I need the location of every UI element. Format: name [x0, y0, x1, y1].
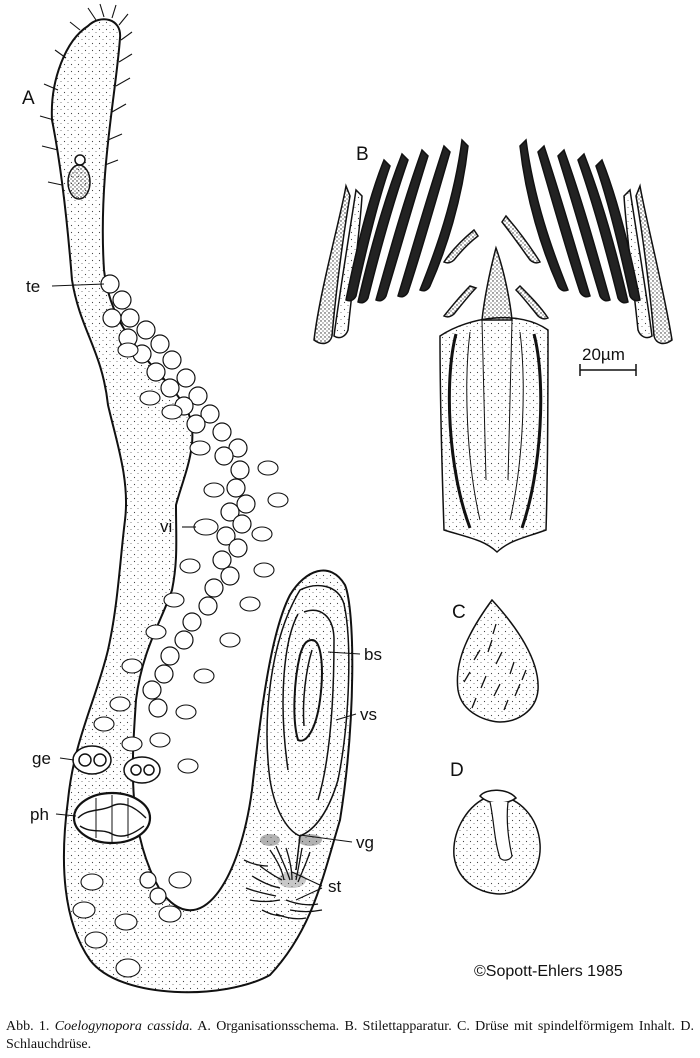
panel-a-label: A [22, 88, 35, 109]
caption-species: Coelogynopora cassida. [54, 1019, 193, 1034]
label-te: te [26, 277, 40, 296]
label-vs: vs [360, 705, 377, 724]
caption-prefix: Abb. 1. [6, 1019, 50, 1034]
germaria [72, 745, 161, 784]
leader-lines [51, 283, 361, 901]
copyright: ©Sopott-Ehlers 1985 [474, 963, 623, 980]
copulatory-organ [266, 584, 350, 871]
tubular-gland [453, 789, 541, 895]
label-ph: ph [30, 805, 49, 824]
label-ge: ge [32, 749, 51, 768]
stylet-apparatus [313, 138, 673, 554]
label-vg: vg [356, 833, 374, 852]
figure-drawing: A B C D te vi ge ph bs vs vg st 20µm ©So… [22, 3, 673, 994]
spindle-gland [456, 598, 539, 723]
label-st: st [328, 877, 342, 896]
panel-d-label: D [450, 760, 464, 781]
statocyst [67, 154, 91, 200]
scale-bar [579, 364, 637, 376]
stylets-region [243, 845, 323, 920]
vitellaria [72, 342, 289, 978]
scale-label: 20µm [582, 345, 625, 364]
panel-c-label: C [452, 602, 466, 623]
caption-text: A. Organisationsschema. B. Stilettappara… [6, 1019, 694, 1052]
label-vi: vi [160, 517, 172, 536]
figure-caption: Abb. 1. Coelogynopora cassida. A. Organi… [6, 1018, 694, 1054]
testes-follicles [100, 274, 256, 905]
panel-b-label: B [356, 144, 369, 165]
cilia [39, 3, 133, 186]
pharynx [72, 791, 152, 845]
organism-body [50, 18, 354, 994]
label-bs: bs [364, 645, 382, 664]
